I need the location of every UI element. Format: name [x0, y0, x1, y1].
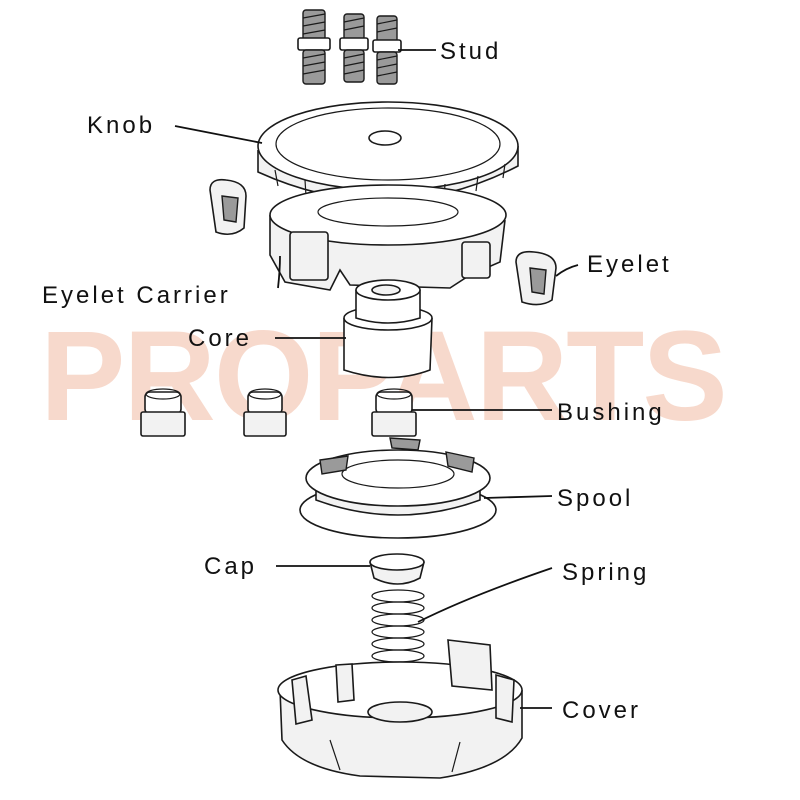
spool-part — [299, 437, 497, 539]
bushing-part — [243, 388, 287, 437]
label-cap: Cap — [204, 553, 257, 580]
core-part — [343, 279, 433, 379]
stud-parts — [297, 9, 402, 85]
stud-part — [297, 9, 331, 85]
leader-lines — [174, 49, 579, 709]
label-spring: Spring — [562, 559, 649, 586]
label-knob: Knob — [87, 112, 155, 139]
knob-part — [257, 101, 519, 205]
label-cover: Cover — [562, 697, 641, 724]
cap-part — [369, 553, 425, 585]
label-stud: Stud — [440, 38, 501, 65]
label-core: Core — [188, 325, 252, 352]
label-spool: Spool — [557, 485, 633, 512]
label-bushing: Bushing — [557, 399, 665, 426]
eyelet-carrier-part — [269, 184, 507, 291]
cover-part — [277, 639, 523, 779]
label-eyelet-carrier: Eyelet Carrier — [42, 282, 231, 309]
stud-part — [339, 13, 369, 83]
stud-part — [372, 15, 402, 85]
label-eyelet: Eyelet — [587, 251, 672, 278]
bushing-part — [371, 388, 417, 437]
bushing-part — [140, 388, 186, 437]
eyelet-part — [209, 178, 247, 236]
eyelet-part — [515, 250, 557, 306]
